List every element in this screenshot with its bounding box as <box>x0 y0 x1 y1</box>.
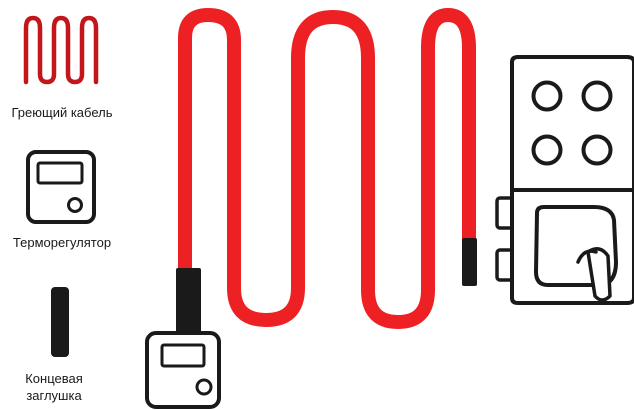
end-cap-label-line1: Концевая <box>25 371 83 386</box>
cable-end-cap <box>462 238 477 286</box>
heating-cable-legend-icon <box>23 15 99 85</box>
thermostat-legend-icon <box>26 150 96 224</box>
cable-coupling <box>176 268 201 340</box>
heating-cable <box>178 8 476 329</box>
thermostat-label: Терморегулятор <box>12 235 112 250</box>
thermostat-device <box>145 331 221 409</box>
end-cap-legend-icon <box>51 287 69 357</box>
heating-cable-label: Греющий кабель <box>11 105 113 120</box>
stove-appliance <box>495 55 634 305</box>
end-cap-label: Концевая заглушка <box>8 370 100 404</box>
end-cap-label-line2: заглушка <box>26 388 82 403</box>
